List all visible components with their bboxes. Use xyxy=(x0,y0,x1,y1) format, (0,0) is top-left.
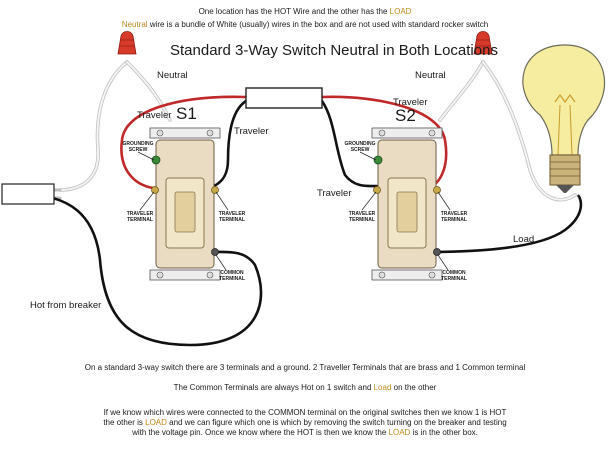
header-line-1-text: One location has the HOT Wire and the ot… xyxy=(198,7,390,16)
note-hot-line-2-b: and we can figure which one is which by … xyxy=(166,418,507,427)
note-common-load-word: Load xyxy=(373,383,392,392)
traveler-black-wires xyxy=(212,99,379,188)
junction-box xyxy=(245,87,323,109)
hot-wire xyxy=(19,192,263,347)
load-wire xyxy=(427,194,583,254)
header-line-2-text: wire is a bundle of White (usually) wire… xyxy=(147,20,489,29)
note-hot-line-1: If we know which wires were connected to… xyxy=(103,408,507,417)
traveler-label-s1-top: Traveler xyxy=(137,110,172,121)
traveler-label-s1-right: Traveler xyxy=(234,126,269,137)
note-hot-line-2: the other is LOAD and we can figure whic… xyxy=(0,418,610,428)
switch-s1-label: S1 xyxy=(176,104,197,123)
header-neutral-word: Neutral xyxy=(121,20,148,29)
traveler-terminal-line1: TRAVELER xyxy=(440,211,468,217)
note-common-text-b: on the other xyxy=(391,383,437,392)
light-bulb xyxy=(522,44,606,193)
traveler-terminal-line2: TERMINAL xyxy=(441,217,467,223)
hot-from-breaker-label: Hot from breaker xyxy=(30,300,102,311)
grounding-screw-line1: GROUNDING xyxy=(344,141,376,147)
note-hot-line-3: with the voltage pin. Once we know where… xyxy=(0,428,610,438)
switch-s2 xyxy=(371,127,443,281)
wire-nut-right xyxy=(473,31,493,55)
note-common-text-a: The Common Terminals are always Hot on 1… xyxy=(173,383,374,392)
load-label: Load xyxy=(513,234,535,245)
neutral-label-left: Neutral xyxy=(157,70,188,81)
common-terminal-line1: COMMON xyxy=(442,270,466,276)
common-terminal-line1: COMMON xyxy=(220,270,244,276)
note-hot-line-2-a: the other is xyxy=(103,418,146,427)
grounding-screw-line2: SCREW xyxy=(128,147,148,153)
traveler-terminal-line2: TERMINAL xyxy=(349,217,375,223)
neutral-wires xyxy=(18,60,577,202)
pointer-lines xyxy=(137,151,451,271)
common-terminal-line2: TERMINAL xyxy=(441,276,467,282)
traveler-label-s2-left: Traveler xyxy=(317,188,352,199)
traveler-terminal-line1: TRAVELER xyxy=(126,211,154,217)
traveler-label-s2-top: Traveler xyxy=(393,97,428,108)
note-hot-line-3-load: LOAD xyxy=(388,428,411,437)
switch-s1 xyxy=(149,127,221,281)
header-load-word: LOAD xyxy=(389,7,412,16)
note-common: The Common Terminals are always Hot on 1… xyxy=(0,383,610,393)
wire-nut-left xyxy=(117,31,137,55)
note-hot-line-2-load: LOAD xyxy=(145,418,167,427)
traveler-terminal-line2: TERMINAL xyxy=(219,217,245,223)
cable-entry-box xyxy=(1,183,55,205)
traveler-terminal-line2: TERMINAL xyxy=(127,217,153,223)
note-terminals: On a standard 3-way switch there are 3 t… xyxy=(84,363,526,372)
neutral-label-right: Neutral xyxy=(415,70,446,81)
grounding-screw-line2: SCREW xyxy=(350,147,370,153)
switch-s2-label: S2 xyxy=(395,106,416,125)
grounding-screw-line1: GROUNDING xyxy=(122,141,154,147)
common-terminal-line2: TERMINAL xyxy=(219,276,245,282)
header-line-2: Neutral wire is a bundle of White (usual… xyxy=(0,20,610,30)
header-line-1: One location has the HOT Wire and the ot… xyxy=(0,7,610,17)
diagram-title: Standard 3-Way Switch Neutral in Both Lo… xyxy=(170,42,498,59)
note-hot-line-3-a: with the voltage pin. Once we know where… xyxy=(132,428,389,437)
note-hot-line-3-b: is in the other box. xyxy=(410,428,478,437)
traveler-terminal-line1: TRAVELER xyxy=(218,211,246,217)
traveler-terminal-line1: TRAVELER xyxy=(348,211,376,217)
